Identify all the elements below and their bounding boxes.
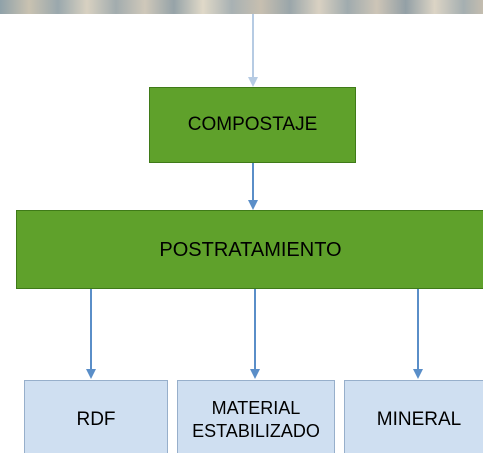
- postratamiento-label: POSTRATAMIENTO: [159, 238, 342, 261]
- rdf-node: RDF: [24, 380, 168, 453]
- material-label-line2: ESTABILIZADO: [192, 421, 320, 441]
- compostaje-label: COMPOSTAJE: [187, 114, 318, 135]
- material-estabilizado-node: MATERIAL ESTABILIZADO: [177, 380, 335, 453]
- material-label-line1: MATERIAL: [211, 398, 301, 418]
- mineral-label: MINERAL: [376, 409, 462, 430]
- compostaje-node: COMPOSTAJE: [149, 87, 356, 163]
- postratamiento-node: POSTRATAMIENTO: [16, 210, 483, 289]
- rdf-label: RDF: [76, 409, 116, 430]
- cropped-photo-strip: [0, 0, 483, 14]
- mineral-node: MINERAL: [344, 380, 483, 453]
